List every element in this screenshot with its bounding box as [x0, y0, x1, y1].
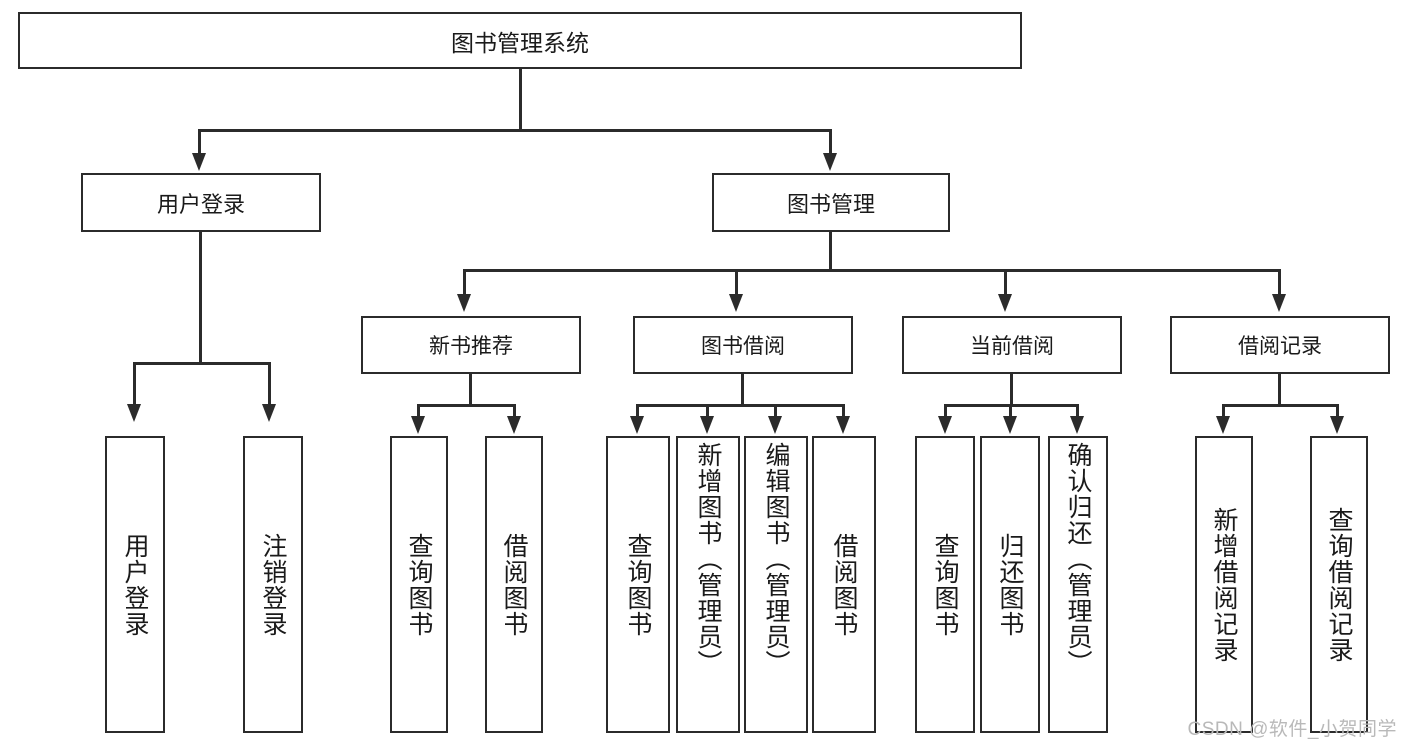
- node-label: 当前借阅: [970, 335, 1054, 358]
- connector-book-borrow-stem: [741, 374, 744, 406]
- leaf-book-borrow-borrow-book[interactable]: 借阅图书: [812, 436, 876, 733]
- arrowhead-user-login: [192, 153, 206, 171]
- connector-drop-new-book-recommend: [463, 269, 466, 296]
- connector-drop-nbr-leaf-0: [417, 404, 420, 418]
- connector-drop-cb-leaf-0: [944, 404, 947, 418]
- arrowhead-cb-leaf-0: [938, 416, 952, 434]
- arrowhead-br-leaf-1: [1330, 416, 1344, 434]
- connector-borrow-record-bus: [1222, 404, 1339, 407]
- node-user-login[interactable]: 用户登录: [81, 173, 321, 232]
- node-label: 图书管理: [786, 191, 875, 217]
- connector-current-borrow-stem: [1010, 374, 1013, 406]
- connector-drop-book-borrow: [735, 269, 738, 296]
- arrowhead-current-borrow: [998, 294, 1012, 312]
- arrowhead-cb-leaf-1: [1003, 416, 1017, 434]
- connector-user-login-bus: [133, 362, 271, 365]
- leaf-label: 借阅图书: [830, 532, 858, 637]
- connector-level2-bus: [463, 269, 1281, 272]
- arrowhead-cb-leaf-2: [1070, 416, 1084, 434]
- connector-book-borrow-bus: [636, 404, 845, 407]
- arrowhead-br-leaf-0: [1216, 416, 1230, 434]
- arrowhead-bb-leaf-0: [630, 416, 644, 434]
- node-label: 新书推荐: [429, 335, 513, 358]
- leaf-label: 查询借阅记录: [1325, 506, 1353, 663]
- leaf-label: 借阅图书: [500, 532, 528, 637]
- leaf-label: 编辑图书（管理员）: [762, 442, 790, 676]
- connector-root-stem: [519, 69, 522, 131]
- arrowhead-bb-leaf-3: [836, 416, 850, 434]
- leaf-current-borrow-query-book[interactable]: 查询图书: [915, 436, 975, 733]
- leaf-borrow-record-query-record[interactable]: 查询借阅记录: [1310, 436, 1368, 733]
- connector-root-bus: [198, 129, 832, 132]
- leaf-label: 新增图书（管理员）: [694, 442, 722, 676]
- node-book-management[interactable]: 图书管理: [712, 173, 950, 232]
- connector-drop-user-login-leaf-1: [268, 362, 271, 406]
- connector-drop-br-leaf-1: [1336, 404, 1339, 418]
- node-root-book-management-system[interactable]: 图书管理系统: [18, 12, 1022, 69]
- arrowhead-bb-leaf-2: [768, 416, 782, 434]
- arrowhead-book-borrow: [729, 294, 743, 312]
- connector-drop-bb-leaf-1: [706, 404, 709, 418]
- connector-drop-bb-leaf-2: [774, 404, 777, 418]
- arrowhead-nbr-leaf-0: [411, 416, 425, 434]
- leaf-label: 查询图书: [405, 532, 433, 637]
- leaf-book-borrow-query-book[interactable]: 查询图书: [606, 436, 670, 733]
- connector-user-login-stem: [199, 232, 202, 364]
- arrowhead-book-management: [823, 153, 837, 171]
- node-label: 图书管理系统: [451, 29, 589, 56]
- leaf-label: 新增借阅记录: [1210, 506, 1238, 663]
- connector-drop-br-leaf-0: [1222, 404, 1225, 418]
- connector-borrow-record-stem: [1278, 374, 1281, 406]
- connector-drop-cb-leaf-2: [1076, 404, 1079, 418]
- connector-drop-current-borrow: [1004, 269, 1007, 296]
- connector-drop-book-management: [829, 129, 832, 155]
- node-book-borrow[interactable]: 图书借阅: [633, 316, 853, 374]
- leaf-label: 查询图书: [931, 532, 959, 637]
- arrowhead-borrow-record: [1272, 294, 1286, 312]
- connector-book-management-stem: [829, 232, 832, 272]
- node-label: 图书借阅: [701, 335, 785, 358]
- leaf-book-borrow-add-book-admin[interactable]: 新增图书（管理员）: [676, 436, 740, 733]
- arrowhead-new-book-recommend: [457, 294, 471, 312]
- leaf-new-book-query-book[interactable]: 查询图书: [390, 436, 448, 733]
- arrowhead-nbr-leaf-1: [507, 416, 521, 434]
- leaf-borrow-record-add-record[interactable]: 新增借阅记录: [1195, 436, 1253, 733]
- connector-new-book-recommend-stem: [469, 374, 472, 406]
- node-label: 借阅记录: [1238, 335, 1322, 358]
- leaf-new-book-borrow-book[interactable]: 借阅图书: [485, 436, 543, 733]
- connector-drop-nbr-leaf-1: [513, 404, 516, 418]
- leaf-user-login-login[interactable]: 用户登录: [105, 436, 165, 733]
- node-borrow-record[interactable]: 借阅记录: [1170, 316, 1390, 374]
- node-new-book-recommend[interactable]: 新书推荐: [361, 316, 581, 374]
- arrowhead-user-login-leaf-1: [262, 404, 276, 422]
- connector-drop-user-login: [198, 129, 201, 155]
- leaf-label: 确认归还（管理员）: [1064, 442, 1092, 676]
- leaf-label: 查询图书: [624, 532, 652, 637]
- connector-drop-user-login-leaf-0: [133, 362, 136, 406]
- connector-drop-bb-leaf-0: [636, 404, 639, 418]
- leaf-current-borrow-return-book[interactable]: 归还图书: [980, 436, 1040, 733]
- leaf-user-login-logout[interactable]: 注销登录: [243, 436, 303, 733]
- arrowhead-user-login-leaf-0: [127, 404, 141, 422]
- leaf-label: 用户登录: [121, 532, 149, 637]
- connector-drop-borrow-record: [1278, 269, 1281, 296]
- connector-drop-bb-leaf-3: [842, 404, 845, 418]
- node-current-borrow[interactable]: 当前借阅: [902, 316, 1122, 374]
- leaf-book-borrow-edit-book-admin[interactable]: 编辑图书（管理员）: [744, 436, 808, 733]
- connector-new-book-recommend-bus: [417, 404, 516, 407]
- watermark: CSDN @软件_小贺同学: [1187, 719, 1397, 740]
- leaf-current-borrow-confirm-return-admin[interactable]: 确认归还（管理员）: [1048, 436, 1108, 733]
- connector-drop-cb-leaf-1: [1009, 404, 1012, 418]
- leaf-label: 归还图书: [996, 532, 1024, 637]
- arrowhead-bb-leaf-1: [700, 416, 714, 434]
- node-label: 用户登录: [156, 191, 245, 217]
- leaf-label: 注销登录: [259, 532, 287, 637]
